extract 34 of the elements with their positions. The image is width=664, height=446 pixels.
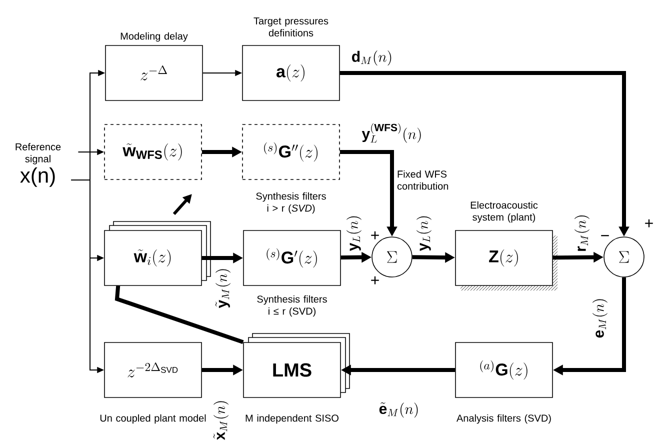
filter-box: ${}^{(s)}\mathbf{G}'(z)$: [243, 230, 341, 286]
edge-label: $\tilde{\mathbf{x}}_M(n)$: [212, 398, 230, 442]
edge-label: $\mathbf{d}_M(n)$: [350, 50, 394, 66]
caption-text: Analysis filters (SVD): [456, 414, 551, 424]
signal-label: Reference signal x(n): [16, 143, 61, 187]
filter-box: $\mathbf{a}(z)$: [242, 45, 340, 101]
dashed-filter-box: $\tilde{\mathbf{w}}_{\mathbf{WFS}}(z)$: [104, 124, 202, 180]
caption-text: Target pressures definitions: [254, 18, 328, 36]
filter-box: ${}^{(a)}\mathbf{G}(z)$: [455, 342, 553, 398]
edge-label: $\mathbf{y}_L(n)$: [346, 214, 362, 252]
caption-text: Synthesis filters i ≤ r (SVD): [257, 295, 327, 317]
caption-text: Electroacoustic system (plant): [470, 201, 538, 223]
sign-label: +: [645, 219, 653, 228]
stacked-filter-box: $\tilde{\mathbf{w}}_{i}(z)$: [104, 221, 211, 286]
filter-box: $z^{-\Delta}$: [105, 45, 203, 101]
note-text: Fixed WFS contribution: [397, 170, 448, 190]
caption-text: M independent SISO: [246, 414, 338, 424]
summing-junction: $\Sigma$: [372, 236, 412, 278]
sign-label: −: [601, 235, 609, 236]
caption-text: Un coupled plant model: [100, 414, 206, 424]
summing-junction: $\Sigma$: [604, 236, 644, 278]
edge-label: $\mathbf{y}_L^{(\mathbf{WFS})}(n)$: [360, 122, 424, 144]
sign-label: +: [371, 276, 379, 284]
edge-label: $\mathbf{y}_L(n)$: [416, 214, 432, 252]
edge-label: $\mathbf{r}_M(n)$: [574, 213, 590, 253]
filter-box: $z^{-2\Delta_{\mathrm{SVD}}}$: [104, 342, 202, 398]
sign-label: +: [371, 231, 379, 240]
edge-label: $\tilde{\mathbf{e}}_M(n)$: [378, 401, 420, 419]
caption-text: Synthesis filters i > r (SVD): [256, 192, 326, 214]
edge-label: $\mathbf{e}_M(n)$: [592, 296, 608, 340]
dashed-filter-box: ${}^{(s)}\mathbf{G}''(z)$: [242, 124, 340, 180]
plant-box: $\mathbf{Z}(z)$: [455, 230, 553, 286]
caption-text: Modeling delay: [120, 32, 188, 42]
edge-label: $\tilde{\mathbf{y}}_M(n)$: [214, 266, 232, 310]
